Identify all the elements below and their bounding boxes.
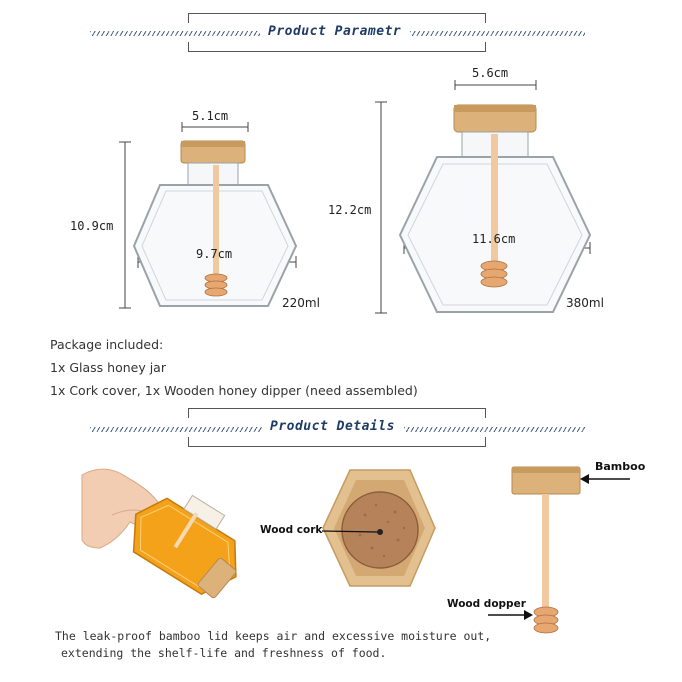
caption-line-1: The leak-proof bamboo lid keeps air and … bbox=[55, 629, 492, 643]
small-jar-volume: 220ml bbox=[282, 296, 320, 310]
parameters-title-bracket-top bbox=[188, 13, 486, 23]
details-title-hatch-right bbox=[404, 427, 585, 432]
caption-line-2: extending the shelf-life and freshness o… bbox=[61, 646, 387, 660]
large-jar-height: 12.2cm bbox=[328, 203, 372, 217]
package-heading: Package included: bbox=[50, 337, 164, 352]
large-jar-volume: 380ml bbox=[566, 296, 604, 310]
large-jar-body-width: 11.6cm bbox=[472, 232, 516, 246]
small-jar-height: 10.9cm bbox=[70, 219, 114, 233]
wood-dopper-label: Wood dopper bbox=[447, 598, 526, 610]
package-item-jar: 1x Glass honey jar bbox=[50, 360, 166, 375]
small-jar-body-width: 9.7cm bbox=[196, 247, 233, 261]
parameters-title: Product Parametr bbox=[268, 24, 402, 39]
large-jar-top-width: 5.6cm bbox=[472, 66, 509, 80]
details-title-bracket-bottom bbox=[188, 437, 486, 447]
small-jar-top-width: 5.1cm bbox=[192, 109, 229, 123]
parameters-title-bracket-bottom bbox=[188, 42, 486, 52]
package-item-cork-dipper: 1x Cork cover, 1x Wooden honey dipper (n… bbox=[50, 383, 418, 398]
bamboo-label: Bamboo bbox=[595, 460, 646, 473]
details-title-bracket-top bbox=[188, 408, 486, 418]
details-title: Product Details bbox=[270, 419, 395, 434]
wood-cork-label: Wood cork bbox=[260, 524, 323, 536]
parameters-title-hatch-left bbox=[90, 31, 260, 36]
details-title-hatch-left bbox=[90, 427, 262, 432]
parameters-title-hatch-right bbox=[410, 31, 585, 36]
